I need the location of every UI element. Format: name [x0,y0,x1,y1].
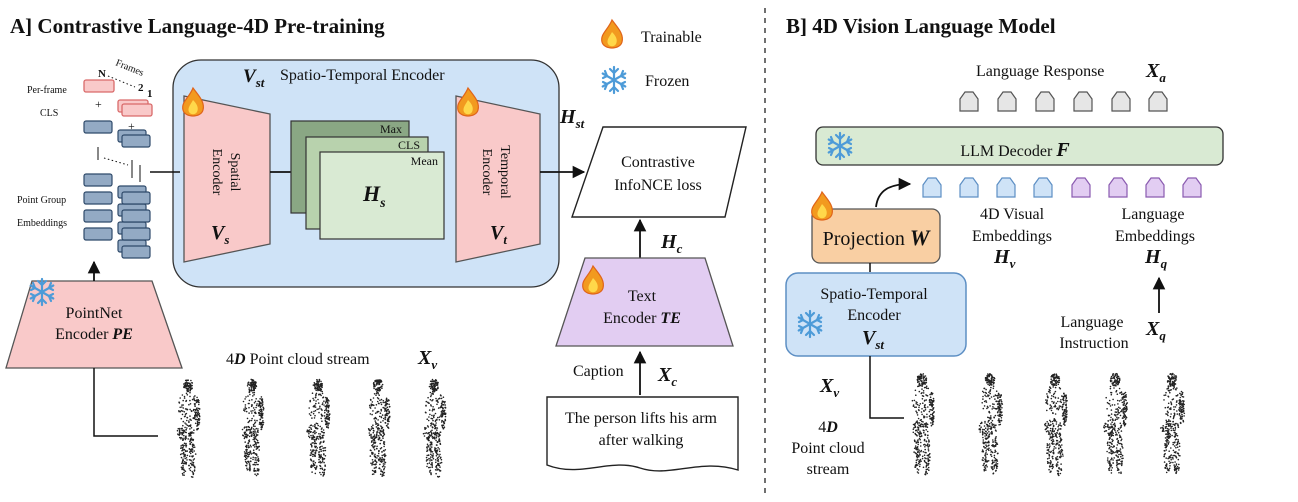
stream-label-a: 4D Point cloud stream [226,351,370,368]
perframe-cls-label: CLS [40,108,58,119]
visual-emb-line2: Embeddings [972,228,1052,245]
response-label: Language Response [976,63,1104,80]
hq-symbol: Hq [1144,246,1168,271]
pointnet-label-line1: PointNet [66,305,123,322]
pointnet-label-line2: Encoder PE [55,326,133,343]
spatial-encoder-label: SpatialEncoder [209,149,242,196]
st-encoder-label: Spatio-Temporal Encoder [280,67,445,84]
pointnet-encoder-block [5,280,183,369]
point-cloud-person-a-5 [422,378,447,478]
projection-block [811,208,941,264]
caption-label: Caption [573,363,624,380]
pointgroup-label: Point Group [17,195,66,206]
lang-emb-line2: Embeddings [1115,228,1195,245]
xv-symbol-b: Xv [819,375,839,400]
temporal-encoder-block [455,95,541,263]
point-cloud-person-b-5 [1159,372,1186,475]
temporal-encoder-symbol: Vt [490,222,507,247]
cls-token-stack: + + [83,79,153,133]
panel-b-title: B] 4D Vision Language Model [786,14,1056,38]
instruction-line1: Language [1060,314,1123,331]
visual-emb-line1: 4D Visual [980,206,1045,223]
llm-decoder-block [815,126,1224,166]
pool-card-mean [319,151,445,240]
st-encoder-block-b [785,272,967,357]
legend-flame-icon [601,19,623,49]
embeddings-label: Embeddings [17,218,67,229]
legend-trainable-label: Trainable [641,29,702,46]
frames-label: Frames [114,58,146,79]
hv-symbol: Hv [993,246,1016,271]
point-cloud-person-a-3 [306,378,331,477]
point-cloud-figures-b [911,372,1186,477]
spatial-encoder-symbol: Vs [211,222,229,247]
frame-1-label: 1 [147,88,153,100]
text-encoder-label-line1: Text [628,288,657,305]
hc-symbol: Hc [660,231,683,256]
caption-text-line1: The person lifts his arm [565,410,718,427]
response-tokens [959,91,1168,112]
hst-symbol: Hst [559,106,585,131]
stream-b-line3: stream [807,461,850,478]
stream-b-line2: Point cloud [791,440,864,457]
xv-symbol-a: Xv [417,347,437,372]
frame-2-label: 2 [138,82,144,94]
st-encoder-b-line1: Spatio-Temporal [820,286,928,303]
stream-b-line1: 4D [818,419,838,436]
legend-snowflake-icon [601,65,627,95]
panel-a-title: A] Contrastive Language-4D Pre-training [10,14,385,38]
point-cloud-person-a-1 [176,379,201,478]
point-cloud-person-b-1 [911,373,935,476]
visual-embedding-tokens [922,177,1053,198]
temporal-encoder-label: TemporalEncoder [479,145,512,199]
svg-text:+: + [95,97,102,111]
legend-frozen-label: Frozen [645,73,689,90]
point-group-embeddings [83,120,151,259]
st-encoder-symbol: Vst [243,66,265,90]
contrastive-loss-block [571,126,747,218]
loss-label-line1: Contrastive [621,154,695,171]
hs-symbol: Hs [362,181,386,211]
projection-trainable-icon [811,191,833,221]
pool-mean-label: Mean [411,154,438,168]
llm-decoder-label: LLM Decoder F [960,139,1070,161]
point-cloud-figures-a [176,378,447,478]
point-cloud-person-b-3 [1044,373,1068,477]
perframe-label: Per-frame [27,85,67,96]
instruction-line2: Instruction [1059,335,1128,352]
point-cloud-person-a-2 [241,378,265,477]
lang-emb-line1: Language [1121,206,1184,223]
point-cloud-person-b-2 [978,373,1004,475]
xq-symbol: Xq [1145,318,1166,343]
spatial-encoder-block [183,95,271,263]
projection-label: Projection W [823,225,931,250]
xc-symbol: Xc [657,364,677,389]
xa-symbol: Xa [1145,60,1166,85]
point-cloud-person-b-4 [1103,372,1129,475]
svg-text:+: + [128,119,135,133]
text-encoder-label-line2: Encoder TE [603,310,681,327]
st-encoder-b-symbol: Vst [862,327,884,352]
loss-label-line2: InfoNCE loss [614,177,702,194]
pool-max-label: Max [380,122,402,136]
pool-cls-label: CLS [398,138,420,152]
st-encoder-b-line2: Encoder [847,307,901,324]
language-embedding-tokens [1071,177,1202,198]
point-cloud-person-a-4 [367,379,391,477]
caption-text-line2: after walking [599,432,684,449]
frame-n-label: N [98,68,106,80]
caption-document [546,396,739,472]
